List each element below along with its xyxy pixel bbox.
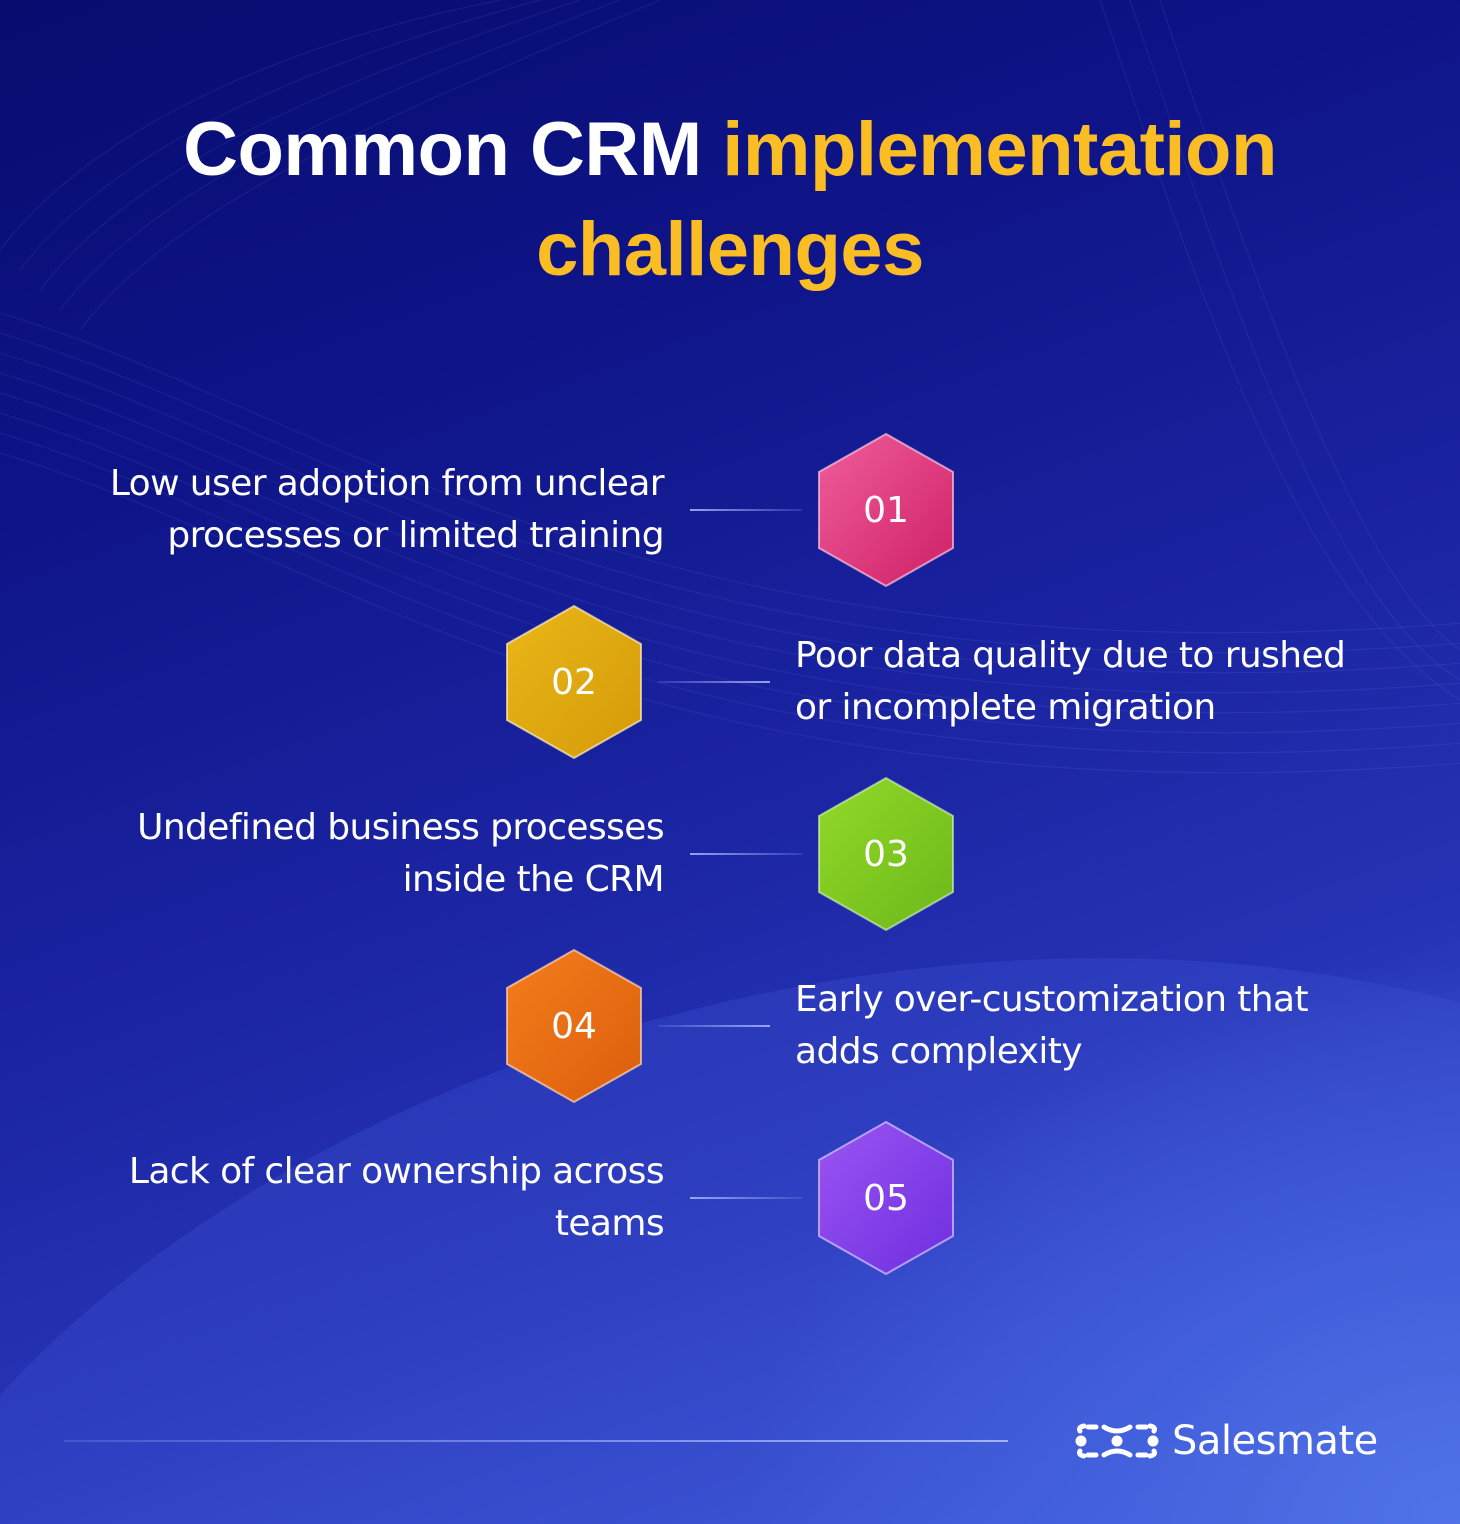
- challenge-03-line-2: inside the CRM: [402, 859, 665, 900]
- challenge-04-connector: [658, 1025, 770, 1027]
- challenge-04-line-1: Early over-customization that: [795, 979, 1309, 1020]
- challenge-05-line-2: teams: [554, 1203, 665, 1244]
- challenge-01-number: 01: [863, 489, 909, 531]
- hexagon-icon: [818, 1120, 954, 1276]
- challenge-01-connector: [690, 509, 802, 511]
- brand-name: Salesmate: [1172, 1418, 1378, 1464]
- challenge-05-badge: 05: [818, 1120, 954, 1276]
- challenge-03-line-1: Undefined business processes: [137, 807, 665, 848]
- challenge-02-connector: [658, 681, 770, 683]
- challenge-02-badge: 02: [506, 604, 642, 760]
- challenge-05-line-1: Lack of clear ownership across: [128, 1151, 665, 1192]
- challenge-04-number: 04: [551, 1005, 597, 1047]
- challenge-03-number: 03: [863, 833, 909, 875]
- challenge-05-connector: [690, 1197, 802, 1199]
- challenge-02-line-1: Poor data quality due to rushed: [795, 635, 1346, 676]
- challenge-05-number: 05: [863, 1177, 909, 1219]
- challenge-05-text: Lack of clear ownership across teams: [44, 1146, 665, 1250]
- challenge-02-line-2: or incomplete migration: [795, 687, 1216, 728]
- title-line-2: challenges: [536, 207, 924, 292]
- challenge-01-badge: 01: [818, 432, 954, 588]
- challenge-01-line-2: processes or limited training: [167, 515, 664, 556]
- challenge-02-number: 02: [551, 661, 597, 703]
- challenge-03-connector: [690, 853, 802, 855]
- title-white-text: Common CRM: [183, 107, 723, 192]
- title-accent-text: implementation: [722, 107, 1277, 192]
- hexagon-icon: [506, 948, 642, 1104]
- title-line-1: Common CRM implementation: [0, 100, 1460, 200]
- salesmate-logo-icon: [1075, 1423, 1159, 1459]
- challenge-01-line-1: Low user adoption from unclear: [109, 463, 665, 504]
- challenge-04-badge: 04: [506, 948, 642, 1104]
- hexagon-icon: [818, 432, 954, 588]
- challenge-04-line-2: adds complexity: [795, 1031, 1083, 1072]
- footer-divider: [64, 1440, 1008, 1442]
- hexagon-icon: [818, 776, 954, 932]
- challenge-03-badge: 03: [818, 776, 954, 932]
- brand-logo: Salesmate: [1074, 1413, 1378, 1469]
- challenge-03-text: Undefined business processes inside the …: [44, 802, 665, 906]
- challenge-01-text: Low user adoption from unclear processes…: [44, 458, 665, 562]
- challenge-02-text: Poor data quality due to rushed or incom…: [795, 630, 1415, 734]
- hexagon-icon: [506, 604, 642, 760]
- challenge-04-text: Early over-customization that adds compl…: [795, 974, 1415, 1078]
- page-title: Common CRM implementation challenges: [0, 100, 1460, 300]
